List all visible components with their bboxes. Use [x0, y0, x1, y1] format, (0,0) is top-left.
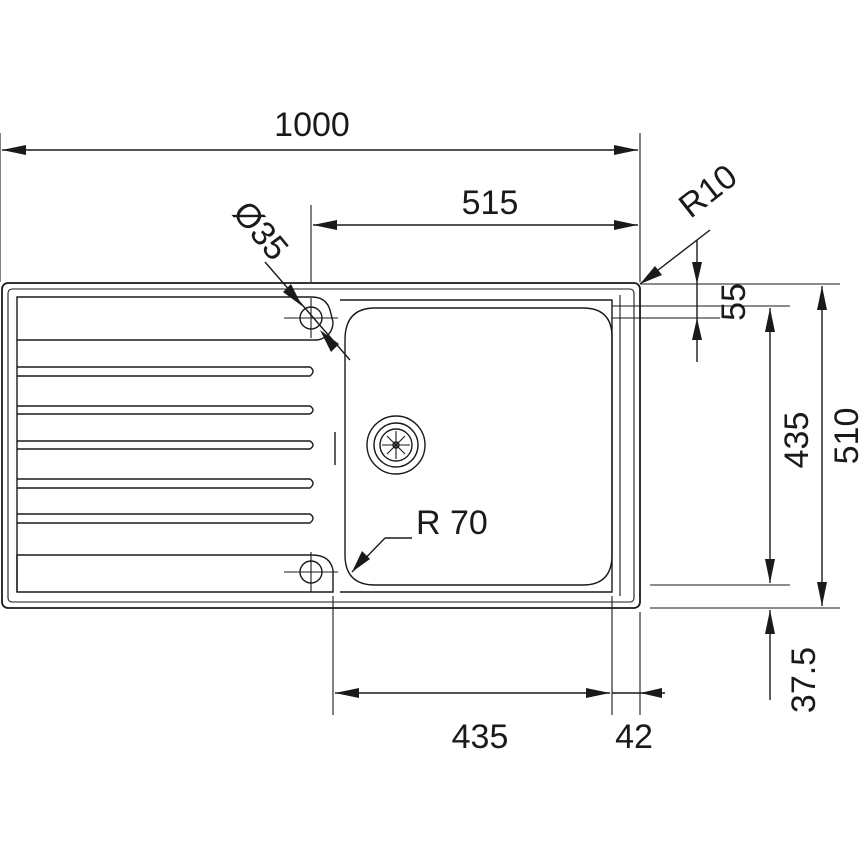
dimension-label: 55 — [715, 283, 753, 321]
arrow-up-icon — [817, 286, 827, 310]
tap-hole-bottom — [284, 552, 338, 592]
drainer-top-panel — [16, 296, 334, 341]
arrow-icon — [320, 330, 339, 352]
dimension-bowl-depth: 435 — [650, 308, 816, 586]
arrow-left-icon — [640, 688, 662, 698]
arrow-icon — [283, 284, 302, 306]
dimension-label: 510 — [828, 408, 860, 465]
arrow-right-icon — [586, 688, 610, 698]
drainer-groove — [17, 513, 314, 524]
dimension-tap-hole: Ø35 — [225, 194, 351, 361]
arrow-left-icon — [335, 688, 359, 698]
dimension-label: 435 — [452, 718, 509, 756]
sink-inner-edge — [7, 288, 635, 603]
sink-outer-edge — [1, 282, 641, 609]
drainer-area — [16, 296, 334, 593]
arrow-up-icon — [692, 318, 702, 340]
dimension-label: R 70 — [416, 504, 488, 542]
dimension-label: 515 — [462, 184, 519, 222]
dimension-corner-radius: R10 — [639, 157, 745, 285]
arrow-icon — [352, 551, 370, 572]
arrow-down-icon — [692, 262, 702, 284]
dimension-bowl-width: 435 — [332, 596, 613, 756]
bowl — [334, 299, 613, 593]
dimension-label: 42 — [615, 718, 653, 756]
drain-grate-icon — [382, 431, 410, 459]
dimension-rim-back: 37.5 — [765, 610, 823, 713]
arrow-icon — [640, 266, 662, 284]
dimension-overall-width: 1000 — [0, 106, 641, 282]
sink-outline — [1, 282, 641, 609]
drain-outer-ring — [366, 415, 426, 475]
arrow-right-icon — [614, 220, 638, 230]
dimension-bowl-radius: R 70 — [351, 504, 488, 573]
arrow-down-icon — [765, 559, 775, 583]
dimension-rim-side: 42 — [612, 612, 665, 756]
dimension-overall-depth: 510 — [650, 283, 860, 609]
arrow-down-icon — [817, 582, 827, 606]
dimension-label: 1000 — [274, 106, 350, 144]
arrow-up-icon — [765, 308, 775, 332]
drain-inner-ring — [379, 428, 413, 462]
dimension-label: R10 — [672, 157, 745, 225]
dimension-label: 435 — [778, 412, 816, 469]
drainer-groove — [17, 478, 314, 489]
drain-middle-ring — [373, 422, 419, 468]
arrow-right-icon — [614, 145, 638, 155]
tap-hole-top — [284, 298, 338, 338]
drainer-groove — [17, 366, 314, 377]
arrow-left-icon — [2, 145, 26, 155]
dimension-label: 37.5 — [785, 647, 823, 713]
arrow-left-icon — [313, 220, 337, 230]
arrow-up-icon — [765, 610, 775, 634]
drain — [366, 415, 426, 475]
drainer-groove — [17, 440, 314, 450]
drainer-groove — [17, 405, 314, 415]
drainer-bottom-panel — [16, 554, 334, 593]
dimension-label: Ø35 — [225, 194, 295, 268]
dimension-rim-front: 55 — [612, 240, 790, 362]
dimension-bowl-offset: 515 — [310, 184, 638, 282]
bowl-rim-outer — [340, 299, 613, 593]
bowl-basin — [344, 307, 613, 586]
